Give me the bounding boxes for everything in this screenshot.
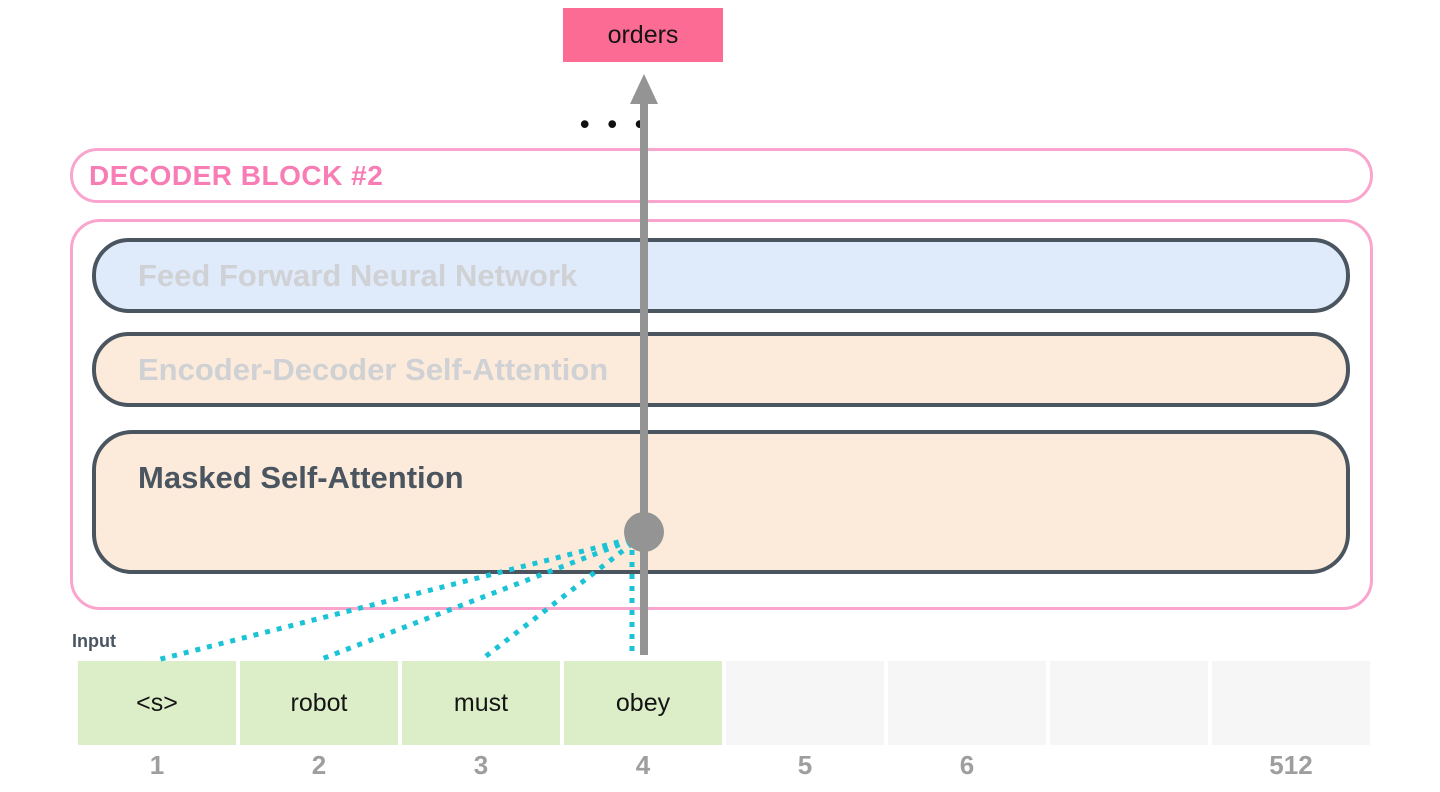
position-label-5: 5 xyxy=(797,750,813,780)
token-cell-4: obey xyxy=(564,661,722,745)
position-label-512: 512 xyxy=(1269,750,1313,780)
position-row: 1 2 3 4 5 6 512 xyxy=(78,750,1370,781)
token-cell-3: must xyxy=(402,661,560,745)
token-cell-512 xyxy=(1212,661,1370,745)
token-cell-1: <s> xyxy=(78,661,236,745)
decoder-block-band: DECODER BLOCK #2 xyxy=(70,148,1373,203)
layer-feed-forward: Feed Forward Neural Network xyxy=(92,238,1350,313)
layer-masked-self-attention-label: Masked Self-Attention xyxy=(138,460,464,495)
position-label-2: 2 xyxy=(311,750,327,780)
decoder-block-container: Feed Forward Neural Network Encoder-Deco… xyxy=(70,219,1373,610)
flow-arrow-head-icon xyxy=(630,74,658,104)
token-cell-2: robot xyxy=(240,661,398,745)
layer-encoder-decoder-attention-label: Encoder-Decoder Self-Attention xyxy=(138,351,609,387)
decoder-block-label: DECODER BLOCK #2 xyxy=(89,159,384,191)
position-label-7 xyxy=(1050,750,1208,781)
input-label: Input xyxy=(72,631,116,651)
token-cell-7 xyxy=(1050,661,1208,745)
token-cell-6 xyxy=(888,661,1046,745)
ellipsis-icon: • • • xyxy=(580,109,646,139)
position-label-1: 1 xyxy=(149,750,165,780)
layer-feed-forward-label: Feed Forward Neural Network xyxy=(138,257,578,293)
layer-encoder-decoder-attention: Encoder-Decoder Self-Attention xyxy=(92,332,1350,407)
position-label-4: 4 xyxy=(635,750,651,780)
token-cell-5 xyxy=(726,661,884,745)
position-label-3: 3 xyxy=(473,750,489,780)
position-label-6: 6 xyxy=(959,750,975,780)
layer-masked-self-attention: Masked Self-Attention xyxy=(92,430,1350,574)
output-token-box: orders xyxy=(563,8,723,62)
output-token-label: orders xyxy=(607,20,679,49)
token-row: <s> robot must obey xyxy=(78,661,1370,745)
